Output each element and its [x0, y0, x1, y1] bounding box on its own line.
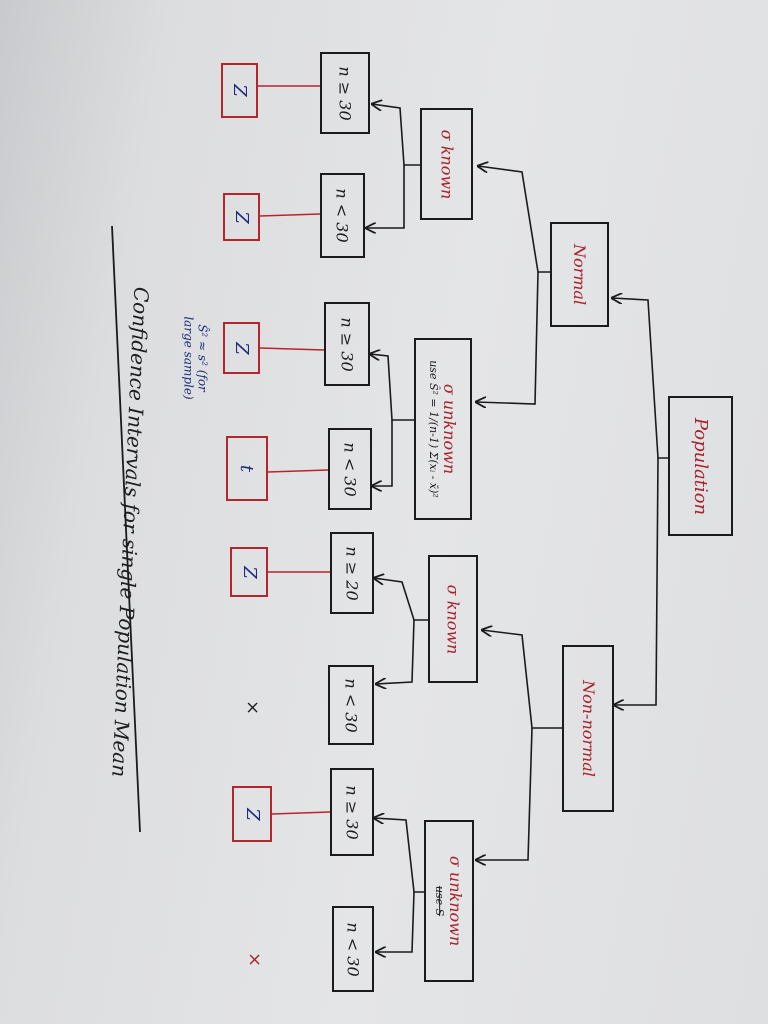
node-sigma-known-normal-label: σ known: [437, 129, 457, 199]
node-sigma-unknown-normal: σ unknown use Ŝ² = 1/(n-1) Σ(xᵢ - x̄)²: [414, 338, 472, 520]
node-population-label: Population: [690, 417, 711, 515]
edge-mk-branch: [374, 578, 428, 621]
result-none-6: ×: [238, 692, 268, 722]
edge-mk-lt: [376, 619, 415, 684]
title-underline: [111, 225, 141, 833]
edge-r2: [259, 213, 321, 217]
edge-r7: [271, 811, 331, 815]
edge-nu-lt: [372, 420, 393, 486]
edge-mu-branch: [374, 818, 424, 893]
n-lt-30-b-label: n < 30: [340, 441, 360, 497]
node-population: Population: [668, 396, 733, 536]
node-sigma-known-normal: σ known: [420, 108, 473, 220]
node-n-lt-30-d: n < 30: [332, 906, 374, 992]
formula-s-hat: use Ŝ² = 1/(n-1) Σ(xᵢ - x̄)²: [427, 360, 441, 498]
edge-r4: [267, 469, 329, 473]
result-z-7-label: Z: [241, 807, 263, 821]
edge-nu-branch: [370, 354, 414, 421]
edge-normal-unknown: [476, 271, 539, 404]
note-line-1: Ŝ² ≈ s² (for: [196, 324, 211, 392]
result-z-3: Z: [223, 322, 260, 374]
edge-population-branch: [612, 298, 668, 459]
result-z-7: Z: [232, 786, 272, 842]
node-non-normal-label: Non-normal: [578, 680, 598, 777]
result-z-3-label: Z: [230, 341, 252, 355]
node-n-ge-20: n ≥ 20: [330, 532, 374, 614]
n-lt-30-a-label: n < 30: [333, 188, 352, 243]
node-sigma-known-nonnormal-label: σ known: [443, 584, 463, 654]
node-non-normal: Non-normal: [562, 645, 614, 812]
edge-nonnormal-unknown: [476, 727, 533, 860]
note-line-2: large sample): [182, 316, 197, 400]
node-n-ge-30-c: n ≥ 30: [330, 768, 374, 856]
node-n-lt-30-c: n < 30: [328, 665, 374, 745]
n-ge-20-label: n ≥ 20: [342, 545, 362, 601]
n-lt-30-d-label: n < 30: [343, 921, 363, 977]
node-sigma-unknown-nonnormal: σ unknown use S: [424, 820, 474, 982]
n-lt-30-c-label: n < 30: [341, 677, 361, 733]
n-ge-30-a-label: n ≥ 30: [335, 65, 355, 121]
result-z-1: Z: [221, 63, 258, 118]
node-n-ge-30-a: n ≥ 30: [320, 52, 370, 134]
n-ge-30-b-label: n ≥ 30: [337, 316, 357, 372]
result-z-5-label: Z: [238, 565, 260, 579]
node-n-lt-30-a: n < 30: [320, 173, 365, 258]
node-normal-label: Normal: [570, 243, 590, 306]
result-none-8: ×: [240, 944, 270, 974]
result-z-5: Z: [230, 547, 268, 597]
n-ge-30-c-label: n ≥ 30: [342, 784, 362, 840]
result-none-6-label: ×: [242, 699, 264, 715]
result-z-2: Z: [223, 193, 260, 241]
result-z-1-label: Z: [228, 84, 250, 97]
edge-r3: [259, 347, 325, 351]
edge-population-nonnormal: [614, 457, 659, 705]
node-n-lt-30-b: n < 30: [328, 428, 372, 510]
node-sigma-unknown-nonnormal-label: σ unknown: [446, 855, 465, 947]
struck-note: use S: [433, 885, 446, 917]
node-sigma-unknown-normal-label: σ unknown: [440, 383, 460, 475]
edge-nk-branch: [372, 104, 420, 166]
result-none-8-label: ×: [244, 951, 266, 967]
node-normal: Normal: [550, 222, 609, 327]
edge-nk-lt: [366, 165, 405, 228]
result-t: t: [226, 436, 268, 501]
result-z-2-label: Z: [230, 210, 252, 224]
result-t-label: t: [236, 464, 258, 473]
edge-normal-branch: [478, 166, 550, 273]
edge-nonnormal-branch: [482, 630, 562, 729]
edge-mu-lt: [376, 891, 415, 952]
node-sigma-known-nonnormal: σ known: [428, 555, 478, 683]
node-n-ge-30-b: n ≥ 30: [324, 302, 370, 386]
note-large-sample: Ŝ² ≈ s² (for large sample): [168, 310, 224, 406]
